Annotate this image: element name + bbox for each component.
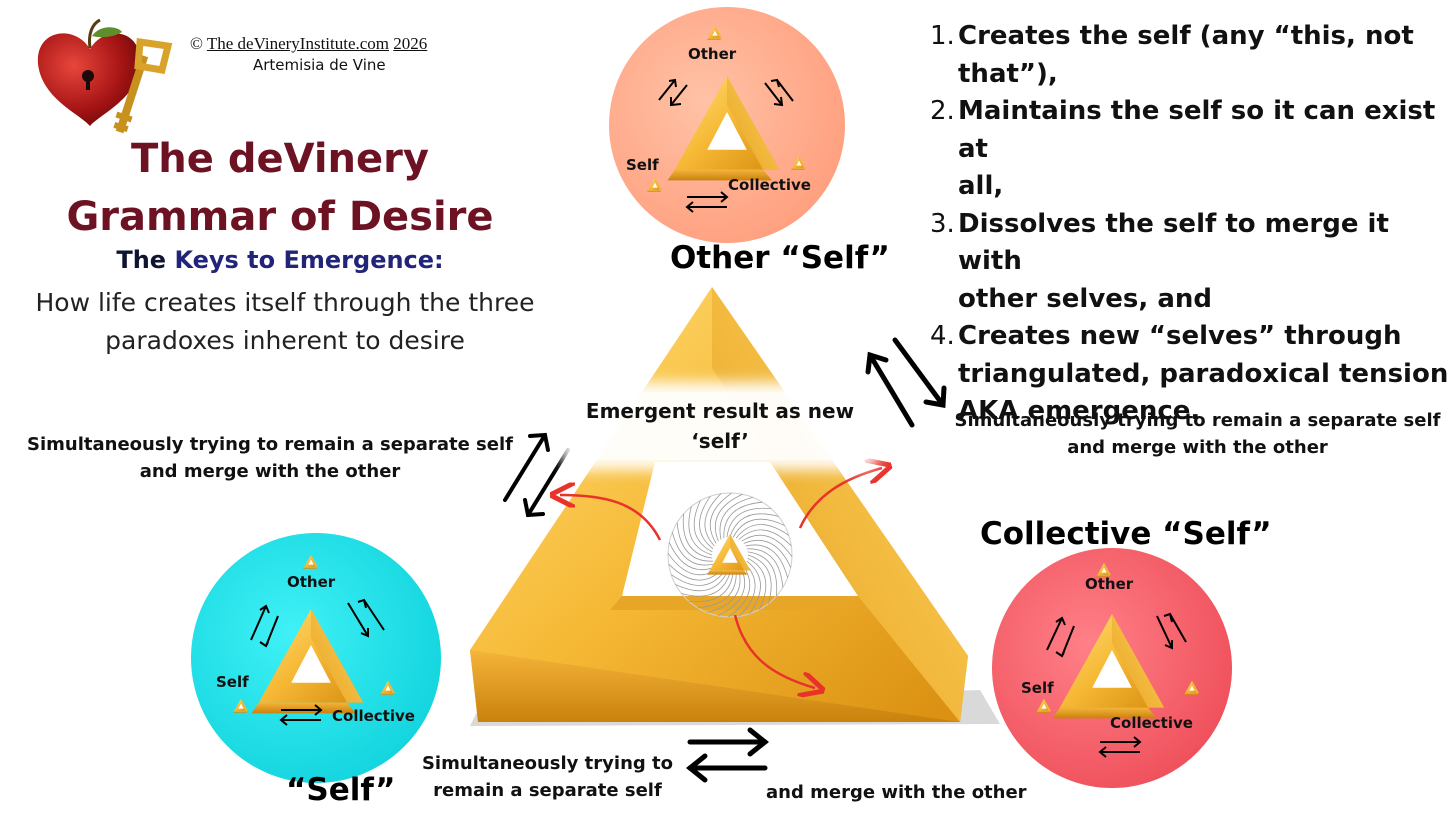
step-number: 4.: [930, 321, 955, 351]
step-item: 4.Creates new “selves” through triangulat…: [930, 318, 1450, 431]
step-text-line: Dissolves the self to merge it with: [958, 208, 1389, 277]
step-item: 1.Creates the self (any “this, not that”)…: [930, 18, 1450, 93]
step-text: Creates the self (any “this, not that”),: [958, 18, 1414, 93]
step-text-line: all,: [958, 171, 1004, 201]
bottom-tension-arrows-icon: [685, 727, 770, 783]
spiral-mandala-icon: [667, 492, 793, 618]
step-text: Creates new “selves” through triangulated…: [958, 318, 1448, 431]
collective-self-label: Collective “Self”: [980, 516, 1272, 552]
subtitle-line-2: paradoxes inherent to desire: [105, 326, 465, 355]
self-circle-collective-label: Collective: [332, 707, 415, 725]
other-circle: [609, 7, 845, 243]
step-text: Maintains the self so it can exist at all…: [958, 93, 1450, 206]
key-icon: [113, 38, 173, 134]
right-tension-arrows-icon: [865, 337, 947, 428]
step-number: 3.: [930, 208, 955, 239]
red-arrow-left: [560, 495, 662, 541]
step-text-line: that”),: [958, 58, 1058, 89]
title-line-1: The deVinery: [131, 136, 429, 182]
title-line-2: Grammar of Desire: [66, 194, 494, 240]
step-number: 2.: [930, 96, 955, 126]
tension-right-line-1: Simultaneously trying to remain a separa…: [954, 410, 1441, 431]
emergent-line-1: Emergent result as new: [585, 399, 855, 423]
step-text-line: AKA emergence.: [958, 396, 1201, 426]
step-text: Dissolves the self to merge it with other…: [958, 206, 1450, 319]
left-tension-arrows-icon: [503, 432, 570, 518]
tension-bottom-line-1: Simultaneously trying to: [421, 753, 674, 774]
step-item: 2.Maintains the self so it can exist at a…: [930, 93, 1450, 206]
emergent-result-label: Emergent result as new ‘self’: [570, 392, 870, 460]
other-circle-other-label: Other: [688, 45, 737, 63]
tension-bottom-label: Simultaneously trying to remain a separa…: [415, 750, 680, 804]
red-arrow-right: [798, 468, 882, 529]
tension-bottom-tail: and merge with the other: [766, 782, 1027, 803]
step-text-line: triangulated, paradoxical tension: [958, 358, 1449, 389]
page-subtitle: How life creates itself through the thre…: [20, 284, 550, 360]
copyright-line: © The deVineryInstitute.com 2026: [190, 34, 427, 54]
tension-bottom-line-2: remain a separate self: [433, 780, 662, 801]
keys-prefix: The: [116, 246, 175, 274]
tension-left-label: Simultaneously trying to remain a separa…: [20, 431, 520, 485]
self-label: “Self”: [286, 772, 396, 808]
collective-circle-collective-label: Collective: [1110, 714, 1193, 732]
step-text-line: other selves, and: [958, 283, 1212, 314]
emergent-line-2: ‘self’: [691, 429, 749, 453]
other-circle-self-label: Self: [626, 156, 659, 174]
steps-list: 1.Creates the self (any “this, not that”)…: [930, 18, 1450, 431]
step-item: 3.Dissolves the self to merge it with oth…: [930, 206, 1450, 319]
other-circle-collective-label: Collective: [728, 176, 811, 194]
step-text-line: Creates new “selves” through: [958, 321, 1402, 351]
apple-key-logo: [37, 18, 173, 134]
step-text-line: Creates the self (any “this, not: [958, 21, 1414, 51]
keys-highlight: Keys to Emergence:: [174, 246, 444, 274]
red-arrow-bottom: [733, 614, 815, 688]
self-circle-other-label: Other: [287, 573, 336, 591]
copyright-year: 2026: [393, 34, 428, 53]
collective-circle-other-label: Other: [1085, 575, 1134, 593]
tension-right-label: Simultaneously trying to remain a separa…: [950, 407, 1445, 461]
page-title: The deVinery Grammar of Desire: [40, 130, 520, 246]
keys-heading: The Keys to Emergence:: [40, 246, 520, 274]
copyright-site: The deVineryInstitute.com: [206, 34, 390, 53]
other-self-label: Other “Self”: [670, 240, 890, 276]
self-circle: [191, 533, 441, 783]
step-number: 1.: [930, 21, 955, 51]
copyright-symbol: ©: [190, 34, 203, 53]
subtitle-line-1: How life creates itself through the thre…: [35, 288, 535, 317]
collective-circle-self-label: Self: [1021, 679, 1054, 697]
tension-right-line-2: and merge with the other: [1067, 437, 1328, 458]
tension-left-line-2: and merge with the other: [139, 461, 401, 482]
tension-left-line-1: Simultaneously trying to remain a separa…: [27, 434, 513, 455]
step-text-line: Maintains the self so it can exist at: [958, 96, 1436, 164]
author-name: Artemisia de Vine: [253, 56, 386, 74]
self-circle-self-label: Self: [216, 673, 249, 691]
collective-circle: [992, 548, 1232, 788]
